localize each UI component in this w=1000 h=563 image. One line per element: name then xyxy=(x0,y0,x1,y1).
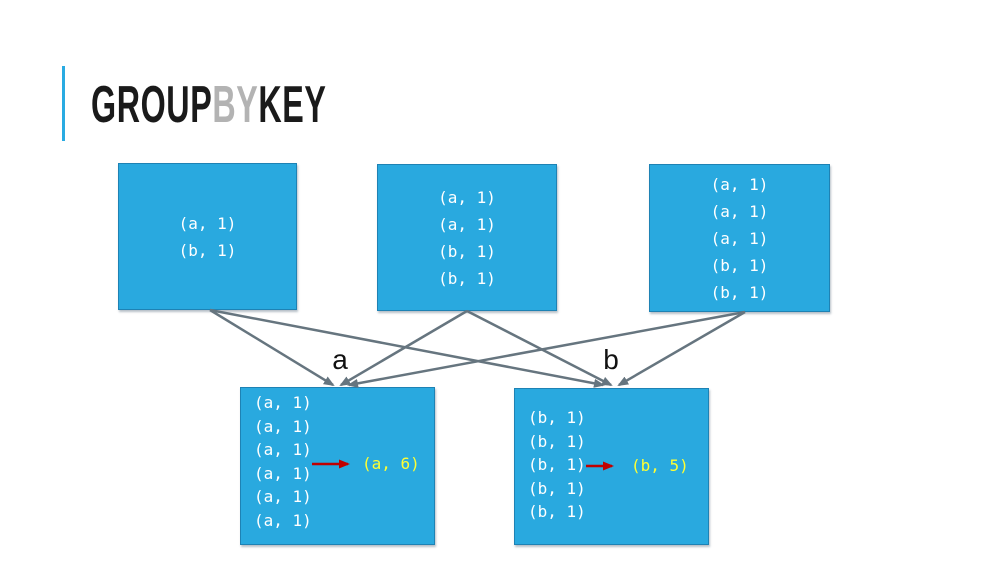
tuple-line: (a, 1) xyxy=(710,174,769,194)
group-box-b: (b, 1) (b, 1) (b, 1) (b, 1) (b, 1) xyxy=(514,388,709,545)
group-box-a: (a, 1) (a, 1) (a, 1) (a, 1) (a, 1) (a, 1) xyxy=(240,387,435,545)
shuffle-arrow-p3-b xyxy=(617,310,746,387)
tuple-line: (b, 1) xyxy=(528,502,586,521)
tuple-line: (b, 1) xyxy=(528,478,586,498)
shuffle-arrow-p2-a xyxy=(339,309,468,387)
tuple-line: (a, 1) xyxy=(254,416,312,436)
shuffle-arrow-p2-b xyxy=(466,309,613,387)
tuple-line: (a, 1) xyxy=(178,213,237,233)
tuple-line: (b, 1) xyxy=(528,431,586,451)
tuple-line: (a, 1) xyxy=(254,510,312,530)
tuple-line: (a, 1) xyxy=(438,187,496,207)
tuple-line: (b, 1) xyxy=(528,455,586,474)
partition-box-1: (a, 1) (b, 1) xyxy=(118,163,297,310)
result-label-b: (b, 5) xyxy=(631,456,689,475)
shuffle-arrow-p1-a xyxy=(209,308,335,387)
title-part-by: BY xyxy=(212,76,259,134)
tuple-line: (a, 1) xyxy=(254,440,312,459)
tuple-line: (a, 1) xyxy=(254,463,312,483)
shuffle-arrow-p1-b xyxy=(209,308,605,388)
title-part-key: KEY xyxy=(258,76,327,134)
tuple-line: (b, 1) xyxy=(528,408,586,427)
tuple-line: (a, 1) xyxy=(710,201,769,221)
partition-box-3: (a, 1) (a, 1) (a, 1) (b, 1) (b, 1) xyxy=(649,164,830,312)
group-key-label-a: a xyxy=(332,344,348,375)
shuffle-arrow-p3-a xyxy=(347,310,746,388)
tuple-line: (a, 1) xyxy=(710,228,769,248)
tuple-line: (a, 1) xyxy=(254,393,312,412)
tuple-line: (b, 1) xyxy=(438,268,496,288)
group-key-label-b: b xyxy=(603,344,619,375)
tuple-line: (b, 1) xyxy=(710,255,769,275)
tuple-line: (a, 1) xyxy=(254,487,312,506)
page-title: GROUPBYKEY xyxy=(91,79,327,131)
tuple-line: (b, 1) xyxy=(178,240,237,260)
partition-box-2: (a, 1) (a, 1) (b, 1) (b, 1) xyxy=(377,164,557,311)
tuple-line: (b, 1) xyxy=(710,282,769,302)
title-part-group: GROUP xyxy=(91,76,213,134)
result-label-a: (a, 6) xyxy=(362,454,420,473)
tuple-line: (b, 1) xyxy=(438,241,496,261)
tuple-line: (a, 1) xyxy=(438,214,496,234)
title-accent-bar xyxy=(62,66,65,141)
